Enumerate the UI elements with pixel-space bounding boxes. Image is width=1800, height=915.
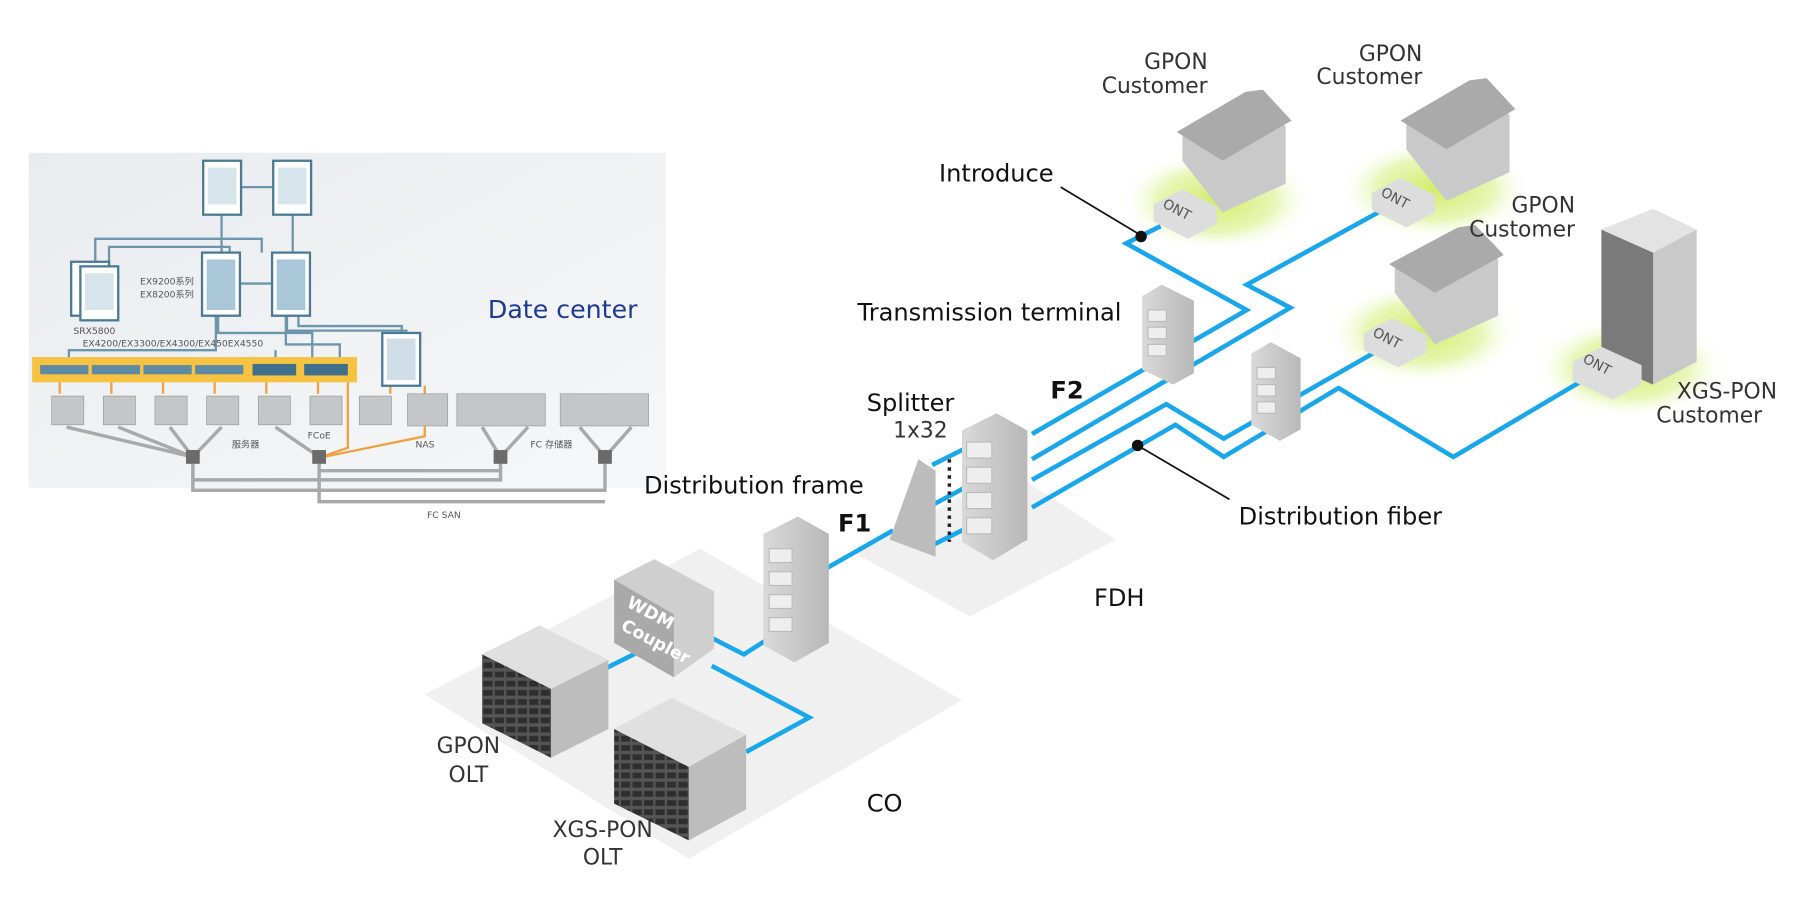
fcoe-label: FCoE	[308, 431, 331, 442]
wdm-coupler-icon: WDM Coupler	[614, 559, 715, 678]
office-building-icon: ONT	[1572, 208, 1697, 400]
data-center-title: Date center	[488, 295, 638, 324]
f1-label: F1	[838, 510, 871, 538]
distribution-frame-icon	[763, 516, 829, 663]
core-switch-icon	[270, 251, 312, 317]
customer-4-type: XGS-PON	[1677, 379, 1777, 404]
gpon-olt-label: GPON	[437, 734, 501, 759]
fdh-label: FDH	[1094, 584, 1145, 612]
co-label: CO	[867, 790, 903, 818]
house-icon: ONT	[1363, 225, 1504, 368]
xgs-olt-label: XGS-PON	[553, 818, 653, 843]
house-icon: ONT	[1371, 78, 1516, 228]
splitter-ratio-label: 1x32	[893, 418, 948, 443]
transmission-terminal-label: Transmission terminal	[857, 298, 1122, 326]
core-router-icon	[272, 159, 313, 216]
access-switch-label: EX4200/EX3300/EX4300/EX450EX4550	[83, 339, 264, 350]
core-switch-label-2: EX8200系列	[140, 288, 194, 300]
splitter-icon	[889, 459, 952, 557]
f2-label: F2	[1050, 376, 1083, 404]
distribution-fiber-label: Distribution fiber	[1239, 503, 1443, 531]
san-switch-icons	[185, 450, 612, 464]
gpon-olt-label-2: OLT	[449, 763, 489, 788]
firewall-label: SRX5800	[73, 326, 115, 337]
transmission-terminal-icon	[1142, 284, 1194, 385]
splitter-label: Splitter	[867, 389, 955, 417]
customer-2-label: Customer	[1316, 65, 1422, 90]
core-router-icon	[202, 159, 243, 216]
customer-4-label: Customer	[1656, 403, 1762, 428]
distribution-frame-label: Distribution frame	[644, 472, 864, 500]
servers-label: 服务器	[232, 439, 260, 451]
nas-label: NAS	[416, 440, 435, 451]
firewall-icon	[70, 260, 120, 322]
transmission-terminal-icon-2	[1251, 342, 1301, 441]
customer-1-label: Customer	[1102, 74, 1208, 99]
xgs-olt-label-2: OLT	[583, 845, 623, 870]
fc-san-label: FC SAN	[427, 510, 461, 521]
customer-3-label: Customer	[1469, 218, 1575, 243]
access-switch-icons	[40, 363, 348, 376]
gpon-olt-icon	[482, 625, 609, 758]
storage-switch-icon	[381, 331, 422, 387]
core-switch-icon	[200, 251, 242, 317]
xgs-pon-olt-icon	[614, 697, 747, 841]
introduce-label: Introduce	[939, 159, 1054, 187]
core-switch-label: EX9200系列	[140, 276, 194, 288]
data-center-panel: EX9200系列 EX8200系列 SRX5800 EX4200/EX3300/…	[28, 152, 666, 521]
customer-3-type: GPON	[1512, 193, 1576, 218]
house-icon: ONT	[1153, 89, 1292, 239]
fdh-cabinet-icon	[961, 413, 1028, 561]
customer-2-type: GPON	[1359, 42, 1423, 67]
fc-storage-label: FC 存储器	[530, 439, 572, 451]
server-rack-icons	[51, 393, 649, 427]
customer-1-type: GPON	[1144, 50, 1208, 75]
